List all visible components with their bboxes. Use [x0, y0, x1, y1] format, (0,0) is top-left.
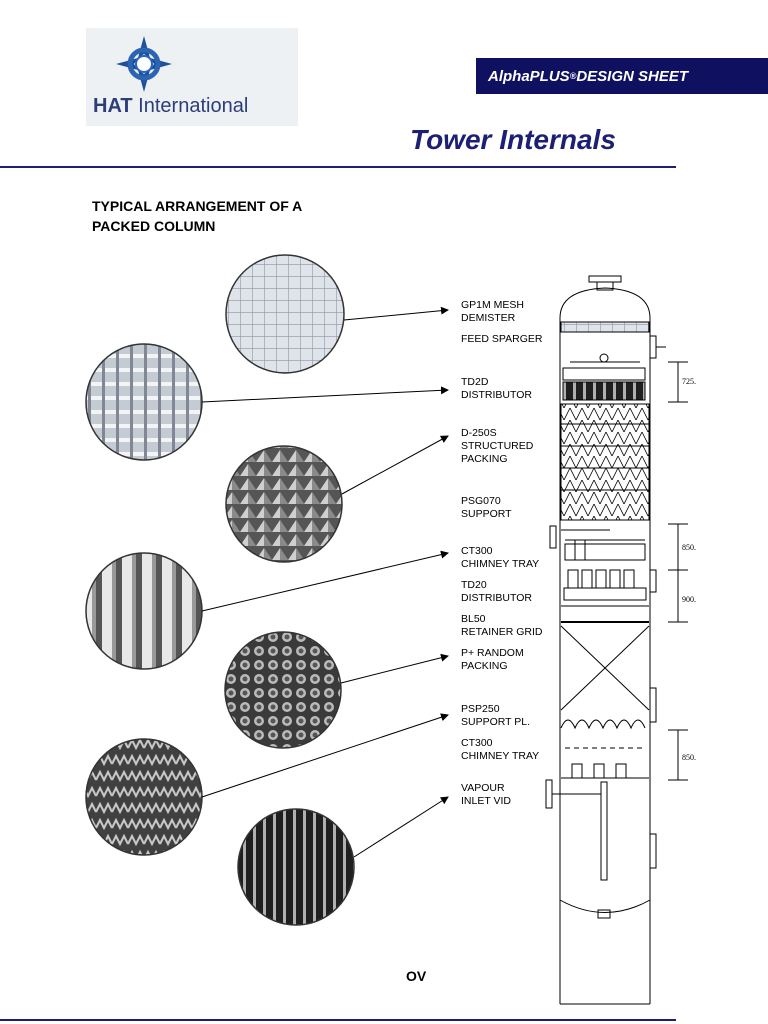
compass-logo-icon: [116, 36, 172, 92]
design-sheet-banner: AlphaPLUS® DESIGN SHEET: [476, 58, 768, 94]
column-elevation: [545, 275, 688, 1005]
label-ct300-chimney-tray-lower: CT300 CHIMNEY TRAY: [461, 737, 540, 762]
label-ct300-chimney-tray: CT300 CHIMNEY TRAY: [461, 545, 540, 570]
footer-divider: [0, 1019, 676, 1021]
footer-text-fragment: OV: [406, 968, 427, 984]
label-feed-sparger: FEED SPARGER: [461, 333, 543, 345]
header-divider: [0, 166, 676, 168]
label-mesh-demister: GP1M MESH DEMISTER: [461, 299, 525, 324]
dimension-label: 850.: [682, 543, 696, 552]
label-td2d-distributor: TD2D DISTRIBUTOR: [461, 376, 532, 401]
label-psg070-support: PSG070 SUPPORT: [461, 495, 512, 520]
section-subtitle: TYPICAL ARRANGEMENT OF A PACKED COLUMN: [92, 198, 302, 234]
leader-arrows: [201, 306, 449, 858]
random-packing-photo: [224, 631, 342, 749]
dimension-label: 850.: [682, 753, 696, 762]
label-td20-distributor: TD20 DISTRIBUTOR: [461, 579, 532, 604]
label-bl50-retainer-grid: BL50 RETAINER GRID: [461, 613, 543, 638]
dimension-labels: 725. 850. 900. 850.: [682, 377, 696, 762]
label-vapour-inlet: VAPOUR INLET VID: [461, 782, 511, 807]
label-structured-packing: D-250S STRUCTURED PACKING: [461, 427, 534, 465]
support-plate-photo: [85, 738, 203, 856]
label-psp250-support: PSP250 SUPPORT PL.: [461, 703, 531, 728]
structured-packing-photo: [225, 445, 343, 563]
distributor-photo: [85, 343, 203, 461]
label-random-packing: P+ RANDOM PACKING: [461, 647, 524, 672]
company-name: HAT International: [93, 95, 249, 117]
dimension-label: 725.: [682, 377, 696, 386]
dimension-label: 900.: [682, 595, 696, 604]
vapour-inlet-photo: [237, 808, 355, 926]
chimney-tray-photo: [85, 552, 203, 670]
mesh-demister-photo: [225, 254, 345, 374]
page-title: Tower Internals: [410, 124, 616, 155]
company-logo: [86, 28, 298, 126]
